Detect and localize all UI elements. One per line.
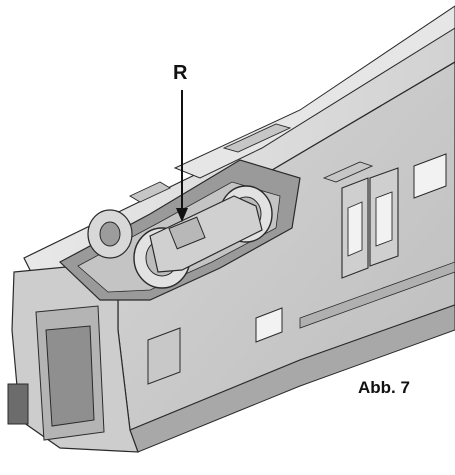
bogie-wheel (87, 209, 133, 259)
arrow-down (176, 90, 188, 222)
front-door-inset (45, 325, 95, 427)
roof-top-plane (173, 5, 455, 179)
door-window-right (375, 191, 393, 247)
side-window (413, 153, 447, 199)
bogie-bolster (168, 216, 206, 250)
figure-caption: Abb. 7 (358, 378, 410, 397)
front-coupler-block (7, 383, 29, 425)
underframe-rail (299, 261, 455, 329)
roof-vent (222, 123, 292, 153)
side-window (255, 307, 283, 343)
side-panel-hatch (147, 327, 181, 385)
bogie-frame (149, 195, 263, 273)
roof-vent (129, 181, 171, 203)
roof-vent (322, 161, 374, 183)
door-window-left (347, 201, 363, 257)
callout-label-r: R (173, 62, 188, 84)
